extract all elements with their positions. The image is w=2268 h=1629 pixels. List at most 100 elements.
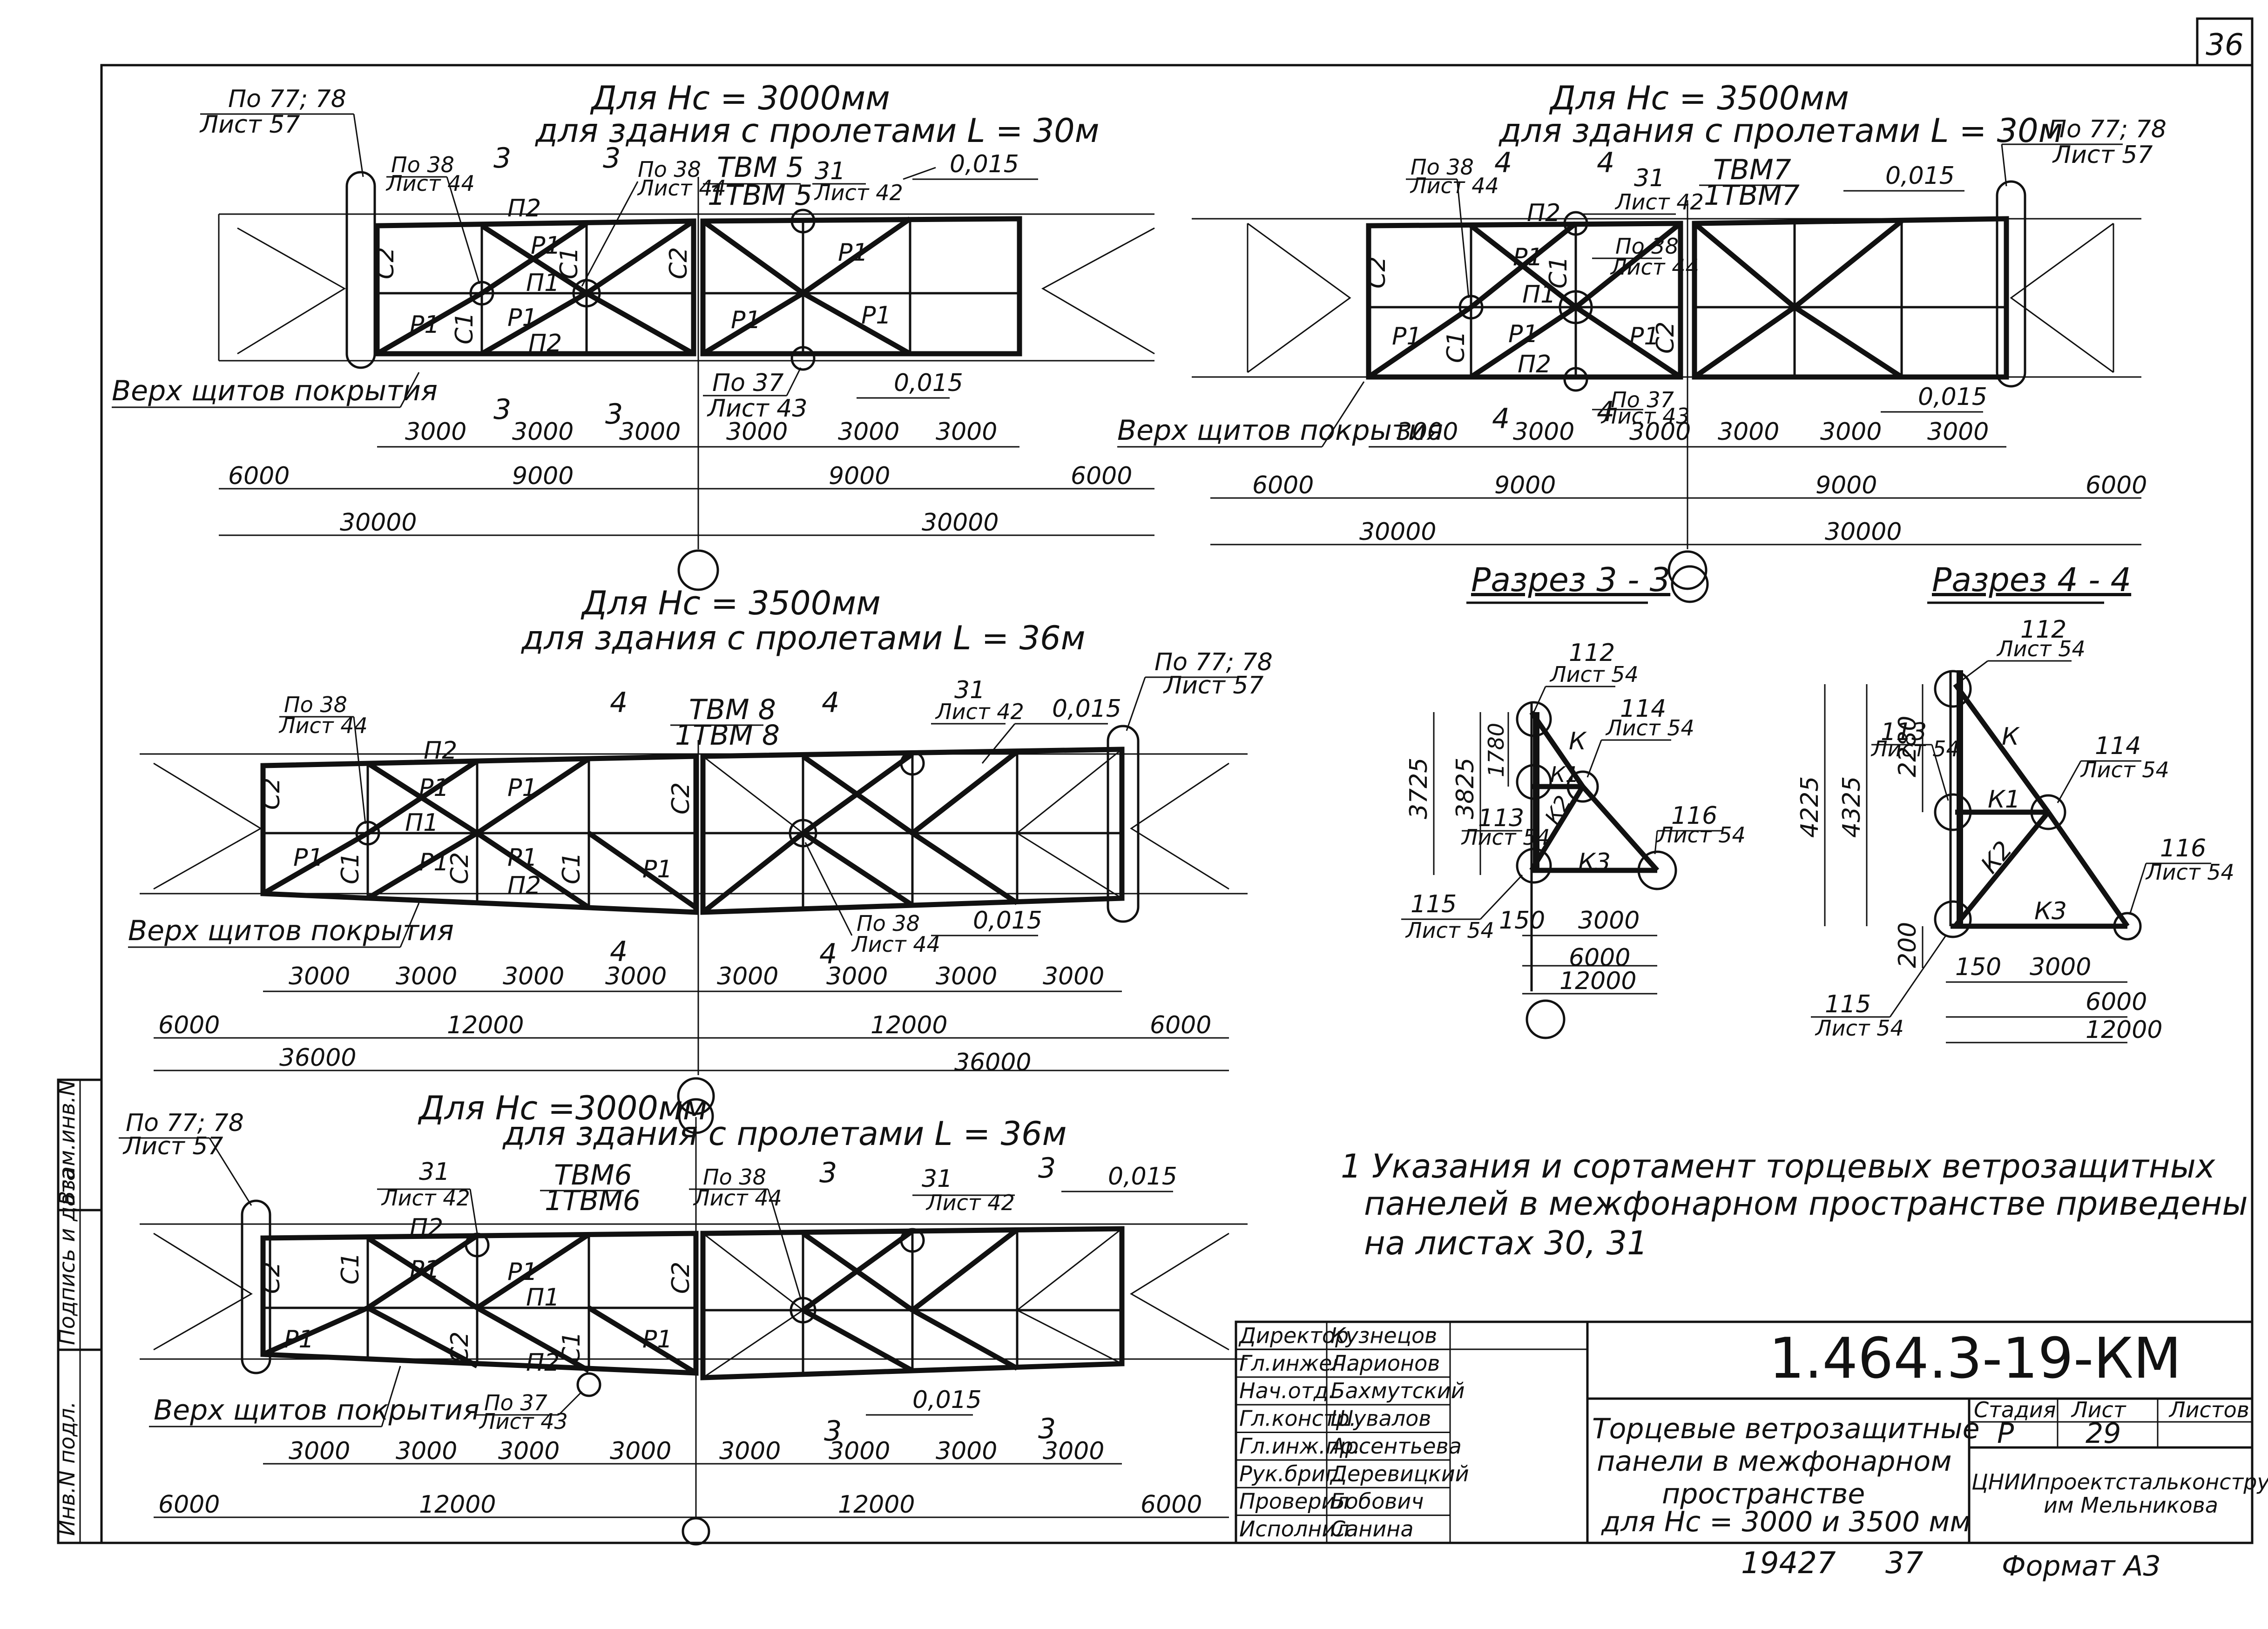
callout-list44b: Лист 44 <box>637 175 726 201</box>
signature-name: Санина <box>1330 1516 1414 1541</box>
dim-value: 3000 <box>1043 1437 1104 1465</box>
stage-label: Стадия <box>1974 1397 2056 1422</box>
top-panels-label: Верх щитов покрытия <box>1117 414 1443 447</box>
member-label: К1 <box>1988 786 2020 814</box>
title-doc-code: 1.464.3-19-КМ <box>1769 1326 2181 1391</box>
member-label: К <box>2002 723 2020 751</box>
sec44-dim: 3000 <box>2030 953 2091 981</box>
org-line-1: ЦНИИпроектстальконструкция <box>1971 1469 2268 1494</box>
callout-list44: Лист 44 <box>385 171 475 196</box>
section-mark: 3 <box>493 393 511 426</box>
section-mark: 3 <box>493 142 511 175</box>
view-4-mark: ТВМ6 <box>554 1159 632 1191</box>
sec33-label: 116 <box>1671 802 1717 830</box>
member-label: С2 <box>257 778 285 810</box>
callout-po38: По 38 <box>391 152 454 177</box>
dim-value: 9000 <box>1494 471 1556 499</box>
callout-slope2: 0,015 <box>973 907 1042 935</box>
dim-value: 3000 <box>1629 418 1691 446</box>
view-3-mark2: 1ТВМ 8 <box>675 719 780 752</box>
member-label: Р1 <box>838 239 868 267</box>
view-1-span: для здания с пролетами L = 30м <box>535 112 1099 150</box>
dim-value: 3000 <box>503 963 564 990</box>
callout-list43: Лист 43 <box>707 395 807 423</box>
member-label: С1 <box>1442 331 1470 363</box>
dim-value: 3000 <box>1820 418 1882 446</box>
dim-value: 6000 <box>1150 1011 1211 1039</box>
callout-po38: По 38 <box>1411 155 1474 180</box>
title-block: ДиректорКузнецовГл.инжен.ЛарионовНач.отд… <box>1235 1320 2268 1544</box>
member-label: С1 <box>555 247 583 279</box>
top-panels-label: Верх щитов покрытия <box>128 915 454 947</box>
view-3-dims: 3000 3000 3000 3000 3000 3000 3000 3000 … <box>158 963 1211 1077</box>
section-mark: 4 <box>1597 396 1614 428</box>
view-4: Для Нс =3000мм для здания с пролетами L … <box>119 1089 1248 1546</box>
member-label: Р1 <box>642 855 672 883</box>
callout-po38: По 38 <box>703 1165 766 1190</box>
section-mark: 4 <box>1492 403 1510 435</box>
member-label: П1 <box>405 809 439 837</box>
title-line: Торцевые ветрозащитные <box>1592 1413 1980 1445</box>
section-mark: 4 <box>610 936 628 968</box>
callout-list43: Лист 43 <box>479 1409 568 1434</box>
dim-value: 3000 <box>838 418 899 446</box>
member-label: П2 <box>1527 199 1560 227</box>
sheet-frame <box>100 64 2254 1544</box>
callout-slope2: 0,015 <box>1918 383 1987 411</box>
signature-name: Ларионов <box>1330 1351 1440 1376</box>
signature-role: Гл.констр. <box>1239 1406 1357 1431</box>
member-label: С1 <box>451 312 479 344</box>
dim-value: 12000 <box>419 1491 496 1519</box>
note-line-1: 1 Указания и сортамент торцевых ветрозащ… <box>1341 1147 2215 1185</box>
sec33-dim: 1780 <box>1484 723 1509 777</box>
side-stamp-inv: Инв.N подл. <box>54 1401 80 1536</box>
member-label: С2 <box>446 852 474 884</box>
view-1-mark2: 1ТВМ 5 <box>708 179 812 212</box>
signature-role: Директор <box>1238 1323 1349 1348</box>
dim-value: 3000 <box>396 963 457 990</box>
callout-list42: Лист 42 <box>1614 189 1704 215</box>
dim-value: 3000 <box>610 1437 671 1465</box>
member-label: Р1 <box>284 1326 314 1353</box>
member-label: П2 <box>410 1214 443 1242</box>
callout-po37: По 37 <box>484 1390 547 1415</box>
callout-31: 31 <box>419 1158 450 1186</box>
member-label: Р1 <box>419 848 449 876</box>
view-3: Для Нс = 3500мм для здания с пролетами L… <box>128 584 1273 1115</box>
signature-role: Исполнил <box>1239 1516 1350 1541</box>
signature-name: Шувалов <box>1330 1406 1431 1431</box>
callout-list57: Лист 57 <box>199 111 300 139</box>
sec33-dim: 3825 <box>1451 758 1479 819</box>
title-line: для Нс = 3000 и 3500 мм <box>1601 1506 1971 1538</box>
callout-slope: 0,015 <box>1885 162 1955 190</box>
member-label: П1 <box>526 1284 560 1312</box>
callout-po37: По 37 <box>1611 387 1674 412</box>
axis-bubble <box>682 1517 710 1546</box>
member-label: К3 <box>2034 897 2067 925</box>
member-label: С2 <box>665 247 693 279</box>
member-label: С2 <box>371 247 399 279</box>
signature-role: Проверил <box>1239 1489 1349 1514</box>
dim-value: 3000 <box>717 963 778 990</box>
sec33-label: 114 <box>1620 695 1666 723</box>
member-label: П2 <box>1518 350 1551 378</box>
callout-po77: По 77; 78 <box>126 1109 244 1137</box>
signature-role: Гл.инжен. <box>1239 1351 1353 1376</box>
sec44-label: 116 <box>2160 835 2206 862</box>
signature-name: Кузнецов <box>1330 1323 1437 1348</box>
dim-value: 3000 <box>936 1437 997 1465</box>
sec44-dim: 4225 <box>1796 776 1824 838</box>
sec44-dim: 2280 <box>1894 716 1922 777</box>
dim-value: 12000 <box>871 1011 947 1039</box>
sec33-label: Лист 54 <box>1656 822 1746 848</box>
member-label: Р1 <box>293 844 323 872</box>
signature-role: Нач.отд. <box>1239 1378 1335 1403</box>
member-label: С2 <box>446 1332 474 1364</box>
callout-31: 31 <box>954 676 985 704</box>
member-label: С2 <box>1652 322 1680 354</box>
note-line-3: на листах 30, 31 <box>1364 1224 1648 1262</box>
section-mark: 3 <box>603 142 621 175</box>
view-3-hc: Для Нс = 3500мм <box>580 584 881 622</box>
dim-value: 9000 <box>512 462 574 490</box>
sheet-label: Лист <box>2071 1397 2126 1422</box>
